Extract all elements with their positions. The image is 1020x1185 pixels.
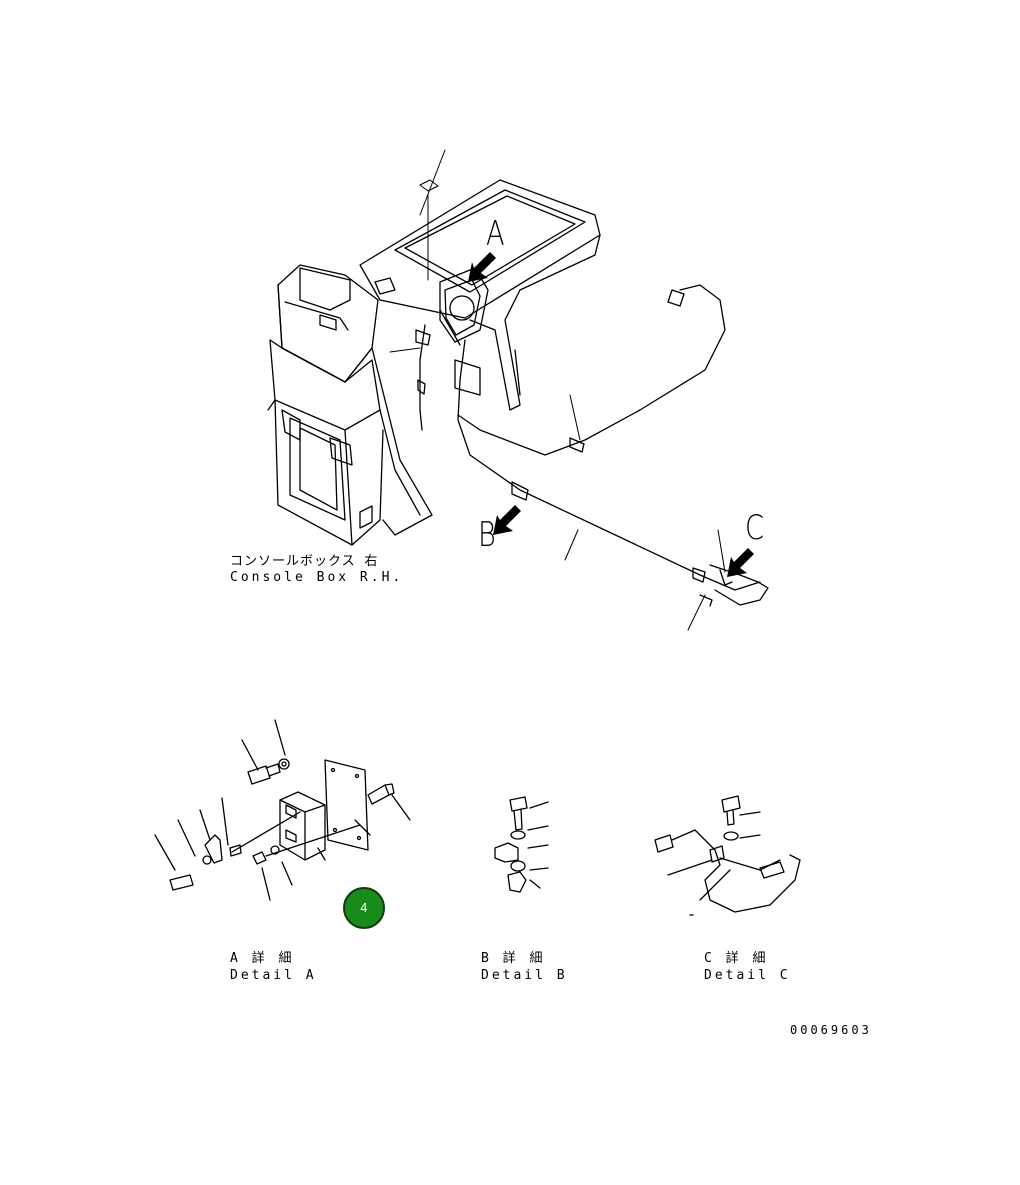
- view-label-c: C: [745, 508, 764, 548]
- page-number-badge[interactable]: 4: [343, 887, 385, 929]
- drawing-code: 00069603: [790, 1023, 872, 1037]
- view-label-b: B: [478, 515, 496, 555]
- view-arrow-b: [493, 505, 521, 535]
- detail-c-label-en: Detail C: [704, 968, 791, 983]
- view-label-a: A: [486, 214, 505, 254]
- wire-harness: [415, 284, 769, 607]
- console-box-drawing: [267, 179, 601, 546]
- detail-c-label-jp: C 詳 細: [704, 951, 769, 966]
- detail-a-label-en: Detail A: [230, 968, 317, 983]
- detail-b-drawing: [494, 796, 549, 893]
- view-arrow-c: [727, 548, 754, 577]
- console-box-label-jp: コンソールボックス 右: [230, 554, 379, 569]
- detail-a-label-jp: A 詳 細: [230, 951, 295, 966]
- leader-lines: [389, 149, 726, 631]
- detail-c-drawing: [654, 795, 801, 916]
- controller-bracket: [439, 267, 489, 396]
- detail-a-drawing: [154, 719, 411, 901]
- view-arrow-a: [468, 252, 496, 282]
- detail-b-label-jp: B 詳 細: [481, 951, 546, 966]
- console-box-label-en: Console Box R.H.: [230, 570, 404, 585]
- detail-b-label-en: Detail B: [481, 968, 568, 983]
